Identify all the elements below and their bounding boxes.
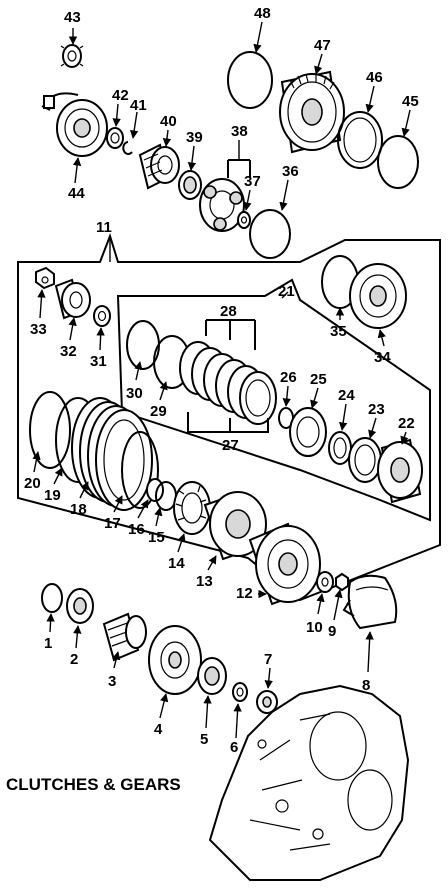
callout-30: 30 (126, 385, 143, 402)
callout-7: 7 (264, 651, 272, 668)
callout-14: 14 (168, 555, 185, 572)
leader-lines (32, 21, 411, 739)
callout-22: 22 (398, 415, 415, 432)
callout-17: 17 (104, 515, 121, 532)
transmission-case (208, 684, 410, 881)
part-41-clip (122, 141, 133, 155)
part-12-drum (248, 522, 321, 606)
callout-16: 16 (128, 521, 145, 538)
callout-2: 2 (70, 651, 78, 668)
part-17-ring (121, 431, 159, 509)
callout-36: 36 (282, 163, 299, 180)
callout-48: 48 (254, 5, 271, 22)
part-4-gear (148, 625, 202, 695)
part-20-snap-ring (29, 391, 71, 469)
part-40-shaft (138, 143, 180, 190)
callout-44: 44 (68, 185, 85, 202)
callout-31: 31 (90, 353, 107, 370)
part-31-washer (93, 305, 111, 327)
callout-42: 42 (112, 87, 129, 104)
callout-25: 25 (310, 371, 327, 388)
part-44-hub (41, 92, 108, 157)
part-6-washer (232, 682, 248, 702)
part-8-band (342, 574, 398, 630)
callout-23: 23 (368, 401, 385, 418)
callout-45: 45 (402, 93, 419, 110)
callout-38: 38 (231, 123, 248, 140)
part-46-ring (337, 111, 383, 169)
part-28-clutch-plates (179, 319, 277, 433)
callout-5: 5 (200, 731, 208, 748)
callout-11: 11 (96, 219, 112, 236)
callout-40: 40 (160, 113, 177, 130)
callout-18: 18 (70, 501, 87, 518)
callout-41: 41 (130, 97, 147, 114)
part-24-seal (328, 431, 352, 465)
callout-3: 3 (108, 673, 116, 690)
part-1-ring (41, 583, 63, 613)
part-43-gear (60, 44, 84, 68)
callout-47: 47 (314, 37, 331, 54)
callout-29: 29 (150, 403, 167, 420)
callout-24: 24 (338, 387, 355, 404)
part-42-washer (106, 127, 124, 149)
callout-26: 26 (280, 369, 297, 386)
part-32-gear-shaft (54, 278, 91, 320)
callout-12: 12 (236, 585, 253, 602)
part-33-nut (35, 266, 55, 290)
callout-labels: 43 44 42 41 40 39 38 37 36 48 47 46 45 1… (24, 5, 419, 756)
callout-13: 13 (196, 573, 213, 590)
callout-34: 34 (374, 349, 391, 366)
part-14-bearing (173, 481, 211, 535)
outer-assembly-outline (17, 232, 441, 602)
callout-37: 37 (244, 173, 261, 190)
callout-10: 10 (306, 619, 323, 636)
part-23-ring (348, 437, 382, 483)
part-38-carrier (199, 159, 251, 232)
callout-20: 20 (24, 475, 41, 492)
callout-43: 43 (64, 9, 81, 26)
callout-9: 9 (328, 623, 336, 640)
part-45-ring (377, 135, 419, 189)
callout-39: 39 (186, 129, 203, 146)
callout-28: 28 (220, 303, 237, 320)
callout-32: 32 (60, 343, 77, 360)
callout-19: 19 (44, 487, 61, 504)
callout-6: 6 (230, 739, 238, 756)
diagram-title: CLUTCHES & GEARS (6, 775, 181, 794)
callout-21: 21 (278, 283, 295, 300)
callout-46: 46 (366, 69, 383, 86)
part-18-plates (71, 397, 153, 511)
callout-33: 33 (30, 321, 47, 338)
part-22-hub (377, 438, 423, 504)
part-2-bearing (66, 588, 94, 624)
callout-1: 1 (44, 635, 52, 652)
callout-35: 35 (330, 323, 347, 340)
part-9-pin (335, 572, 349, 592)
part-39-bearing (178, 170, 202, 200)
callout-27: 27 (222, 437, 239, 454)
part-7-washer (256, 690, 278, 714)
callout-4: 4 (154, 721, 163, 738)
part-16-washer (146, 478, 164, 502)
part-48-snap-ring (227, 51, 273, 109)
part-36-ring (249, 209, 291, 259)
part-10-washer (316, 571, 334, 593)
part-5-bearing (197, 657, 227, 695)
inner-clutch-outline (116, 278, 431, 522)
part-47-drum (279, 70, 345, 154)
callout-15: 15 (148, 529, 165, 546)
part-37-washer (237, 211, 251, 229)
part-3-shaft (102, 612, 147, 662)
part-34-piston (349, 263, 407, 329)
callout-8: 8 (362, 677, 370, 694)
part-25-piston (289, 407, 327, 457)
